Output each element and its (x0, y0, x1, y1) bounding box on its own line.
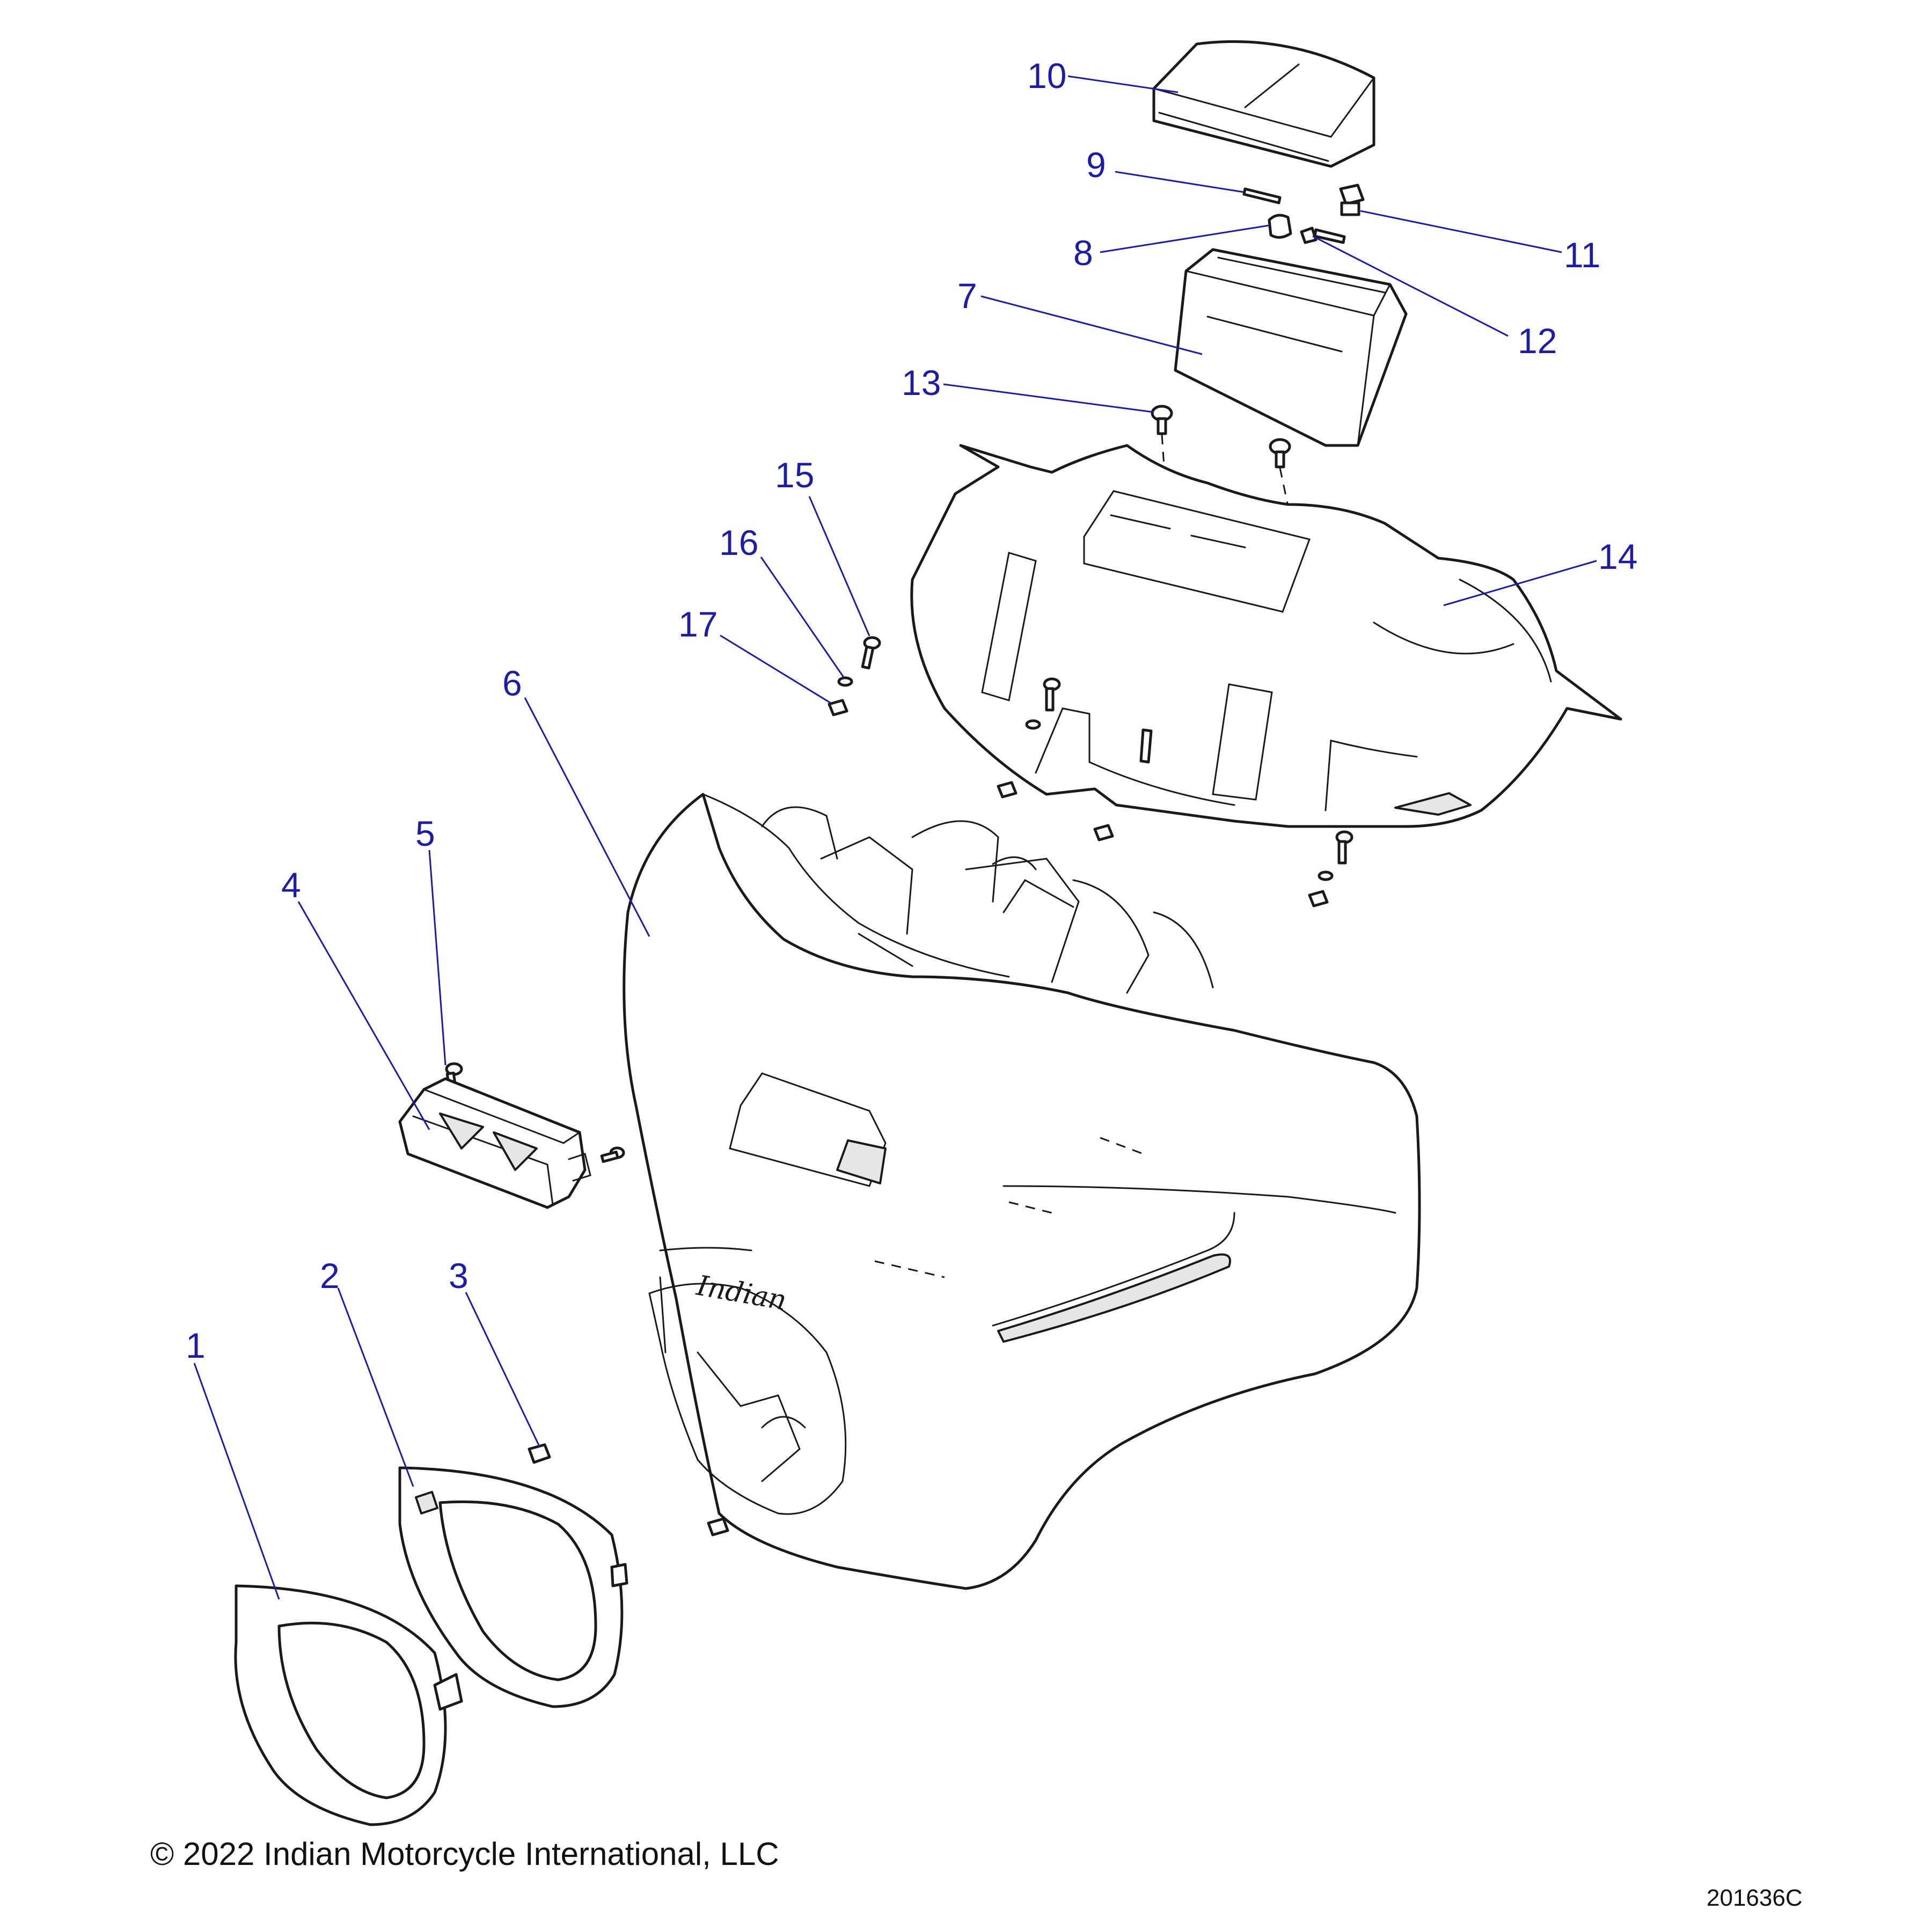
callout-4: 4 (281, 865, 301, 905)
callout-14: 14 (1598, 537, 1637, 576)
part-16-washer (837, 676, 853, 687)
callout-13: 13 (902, 363, 941, 402)
callout-5: 5 (415, 814, 435, 853)
part-17-nut (828, 699, 848, 716)
callout-7: 7 (957, 276, 977, 316)
part-13-screw-right (1269, 438, 1291, 469)
callout-12: 12 (1518, 321, 1557, 361)
screw-bracket-right (600, 1146, 625, 1163)
callout-10: 10 (1027, 56, 1066, 96)
drawing-number: 201636C (1707, 1885, 1803, 1911)
part-15-screw (861, 636, 881, 670)
part-8-bushing (1268, 214, 1292, 239)
copyright-notice: © 2022 Indian Motorcycle International, … (150, 1836, 779, 1872)
part-11-latch (1339, 184, 1365, 216)
part-1-trim-ring-outer (234, 1584, 463, 1826)
callout-1: 1 (186, 1326, 206, 1365)
part-14-inner-fairing (910, 444, 1622, 828)
part-6-outer-fairing (623, 793, 1421, 1590)
callout-9: 9 (1086, 145, 1106, 185)
part-4-light-module (398, 1077, 591, 1209)
callout-2: 2 (320, 1256, 340, 1296)
callout-16: 16 (719, 523, 758, 562)
callout-11: 11 (1564, 235, 1601, 275)
fastener-set-right (1308, 830, 1353, 908)
callout-6: 6 (502, 663, 522, 703)
leader-lines (193, 75, 1597, 1600)
clip-lower (707, 1517, 729, 1536)
part-3-clip (528, 1443, 551, 1464)
callout-15: 15 (775, 455, 814, 495)
part-7-storage-tray (1174, 248, 1408, 447)
part-12-clip (1300, 226, 1346, 244)
callout-3: 3 (449, 1256, 469, 1296)
part-13-screw-left (1151, 405, 1173, 435)
callout-numbers: 1 2 3 4 5 6 7 8 9 10 11 12 13 14 15 16 1… (186, 56, 1637, 1365)
callout-17: 17 (678, 604, 718, 644)
part-10-lid (1152, 40, 1375, 168)
part-9-pin (1242, 187, 1282, 204)
fastener-set-center (997, 677, 1153, 841)
part-2-trim-ring-inner (398, 1466, 628, 1708)
callout-8: 8 (1073, 233, 1093, 273)
